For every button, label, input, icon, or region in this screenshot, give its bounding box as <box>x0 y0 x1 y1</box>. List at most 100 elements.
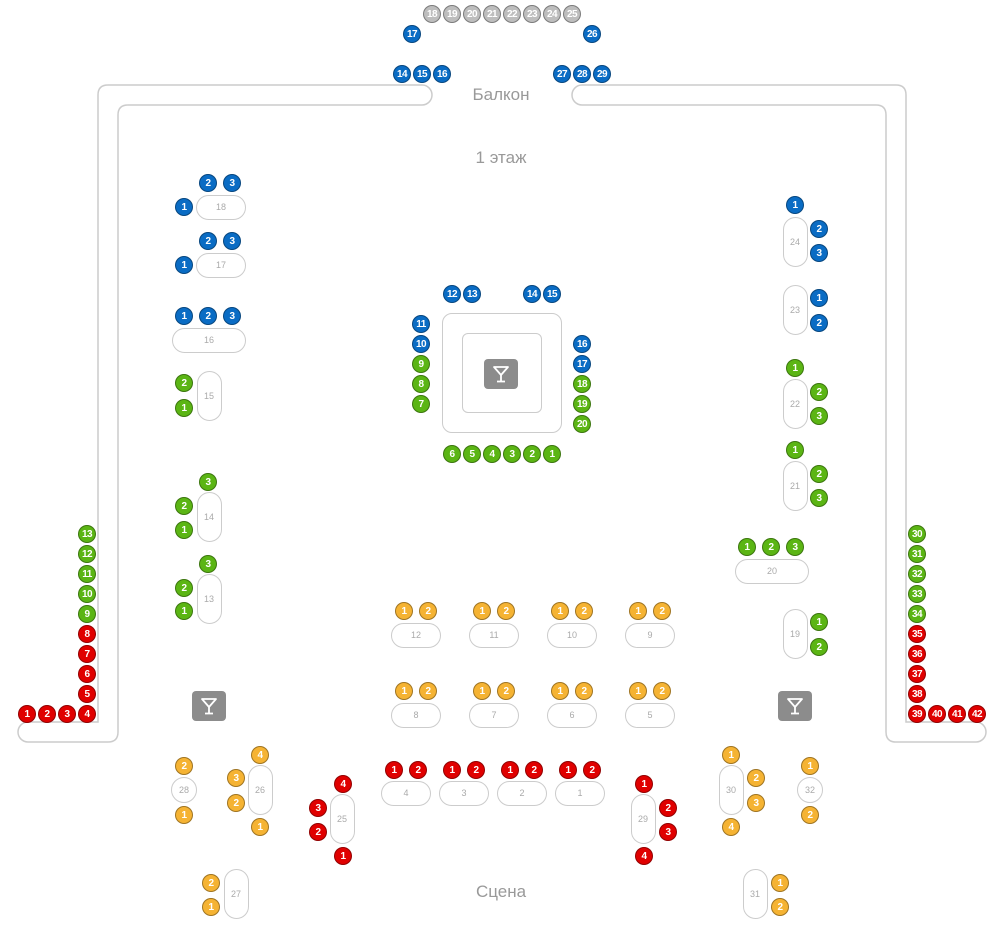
seat-balcony-27[interactable]: 27 <box>553 65 571 83</box>
seat-table-22-2[interactable]: 2 <box>810 383 828 401</box>
seat-bar-20[interactable]: 20 <box>573 415 591 433</box>
seat-table-29-1[interactable]: 1 <box>635 775 653 793</box>
seat-bar-10[interactable]: 10 <box>412 335 430 353</box>
seat-wall-left-5[interactable]: 5 <box>78 685 96 703</box>
seat-table-18-1[interactable]: 1 <box>175 198 193 216</box>
seat-table-30-4[interactable]: 4 <box>722 818 740 836</box>
seat-table-18-3[interactable]: 3 <box>223 174 241 192</box>
seat-table-4-1[interactable]: 1 <box>385 761 403 779</box>
seat-table-17-1[interactable]: 1 <box>175 256 193 274</box>
seat-table-26-3[interactable]: 3 <box>227 769 245 787</box>
seat-table-20-2[interactable]: 2 <box>762 538 780 556</box>
seat-table-25-4[interactable]: 4 <box>334 775 352 793</box>
seat-table-26-1[interactable]: 1 <box>251 818 269 836</box>
seat-table-23-2[interactable]: 2 <box>810 314 828 332</box>
seat-table-26-4[interactable]: 4 <box>251 746 269 764</box>
seat-table-6-2[interactable]: 2 <box>575 682 593 700</box>
seat-table-20-1[interactable]: 1 <box>738 538 756 556</box>
seat-table-21-1[interactable]: 1 <box>786 441 804 459</box>
seat-bar-16[interactable]: 16 <box>573 335 591 353</box>
seat-table-32-1[interactable]: 1 <box>801 757 819 775</box>
seat-table-7-2[interactable]: 2 <box>497 682 515 700</box>
seat-wall-right-32[interactable]: 32 <box>908 565 926 583</box>
seat-table-28-1[interactable]: 1 <box>175 806 193 824</box>
seat-wall-left-6[interactable]: 6 <box>78 665 96 683</box>
seat-wall-left-9[interactable]: 9 <box>78 605 96 623</box>
seat-table-12-2[interactable]: 2 <box>419 602 437 620</box>
seat-table-30-1[interactable]: 1 <box>722 746 740 764</box>
seat-wall-right-39[interactable]: 39 <box>908 705 926 723</box>
seat-wall-right-30[interactable]: 30 <box>908 525 926 543</box>
seat-bar-5[interactable]: 5 <box>463 445 481 463</box>
seat-bar-17[interactable]: 17 <box>573 355 591 373</box>
seat-table-25-3[interactable]: 3 <box>309 799 327 817</box>
seat-table-11-1[interactable]: 1 <box>473 602 491 620</box>
seat-wall-right-35[interactable]: 35 <box>908 625 926 643</box>
seat-table-19-1[interactable]: 1 <box>810 613 828 631</box>
seat-table-2-1[interactable]: 1 <box>501 761 519 779</box>
seat-bar-14[interactable]: 14 <box>523 285 541 303</box>
seat-table-21-2[interactable]: 2 <box>810 465 828 483</box>
seat-table-16-1[interactable]: 1 <box>175 307 193 325</box>
seat-table-14-1[interactable]: 1 <box>175 521 193 539</box>
seat-table-2-2[interactable]: 2 <box>525 761 543 779</box>
seat-wall-left-8[interactable]: 8 <box>78 625 96 643</box>
seat-table-17-2[interactable]: 2 <box>199 232 217 250</box>
seat-table-9-2[interactable]: 2 <box>653 602 671 620</box>
seat-table-30-2[interactable]: 2 <box>747 769 765 787</box>
seat-bar-9[interactable]: 9 <box>412 355 430 373</box>
seat-wall-right-40[interactable]: 40 <box>928 705 946 723</box>
seat-bar-6[interactable]: 6 <box>443 445 461 463</box>
seat-table-15-2[interactable]: 2 <box>175 374 193 392</box>
seat-table-19-2[interactable]: 2 <box>810 638 828 656</box>
seat-table-12-1[interactable]: 1 <box>395 602 413 620</box>
seat-balcony-15[interactable]: 15 <box>413 65 431 83</box>
seat-table-8-2[interactable]: 2 <box>419 682 437 700</box>
seat-table-21-3[interactable]: 3 <box>810 489 828 507</box>
seat-table-25-1[interactable]: 1 <box>334 847 352 865</box>
seat-wall-right-36[interactable]: 36 <box>908 645 926 663</box>
seat-table-31-2[interactable]: 2 <box>771 898 789 916</box>
seat-table-26-2[interactable]: 2 <box>227 794 245 812</box>
seat-table-25-2[interactable]: 2 <box>309 823 327 841</box>
seat-bar-19[interactable]: 19 <box>573 395 591 413</box>
seat-balcony-17[interactable]: 17 <box>403 25 421 43</box>
seat-table-14-2[interactable]: 2 <box>175 497 193 515</box>
seat-bar-13[interactable]: 13 <box>463 285 481 303</box>
seat-wall-left-13[interactable]: 13 <box>78 525 96 543</box>
seat-table-22-3[interactable]: 3 <box>810 407 828 425</box>
seat-bar-8[interactable]: 8 <box>412 375 430 393</box>
seat-wall-left-11[interactable]: 11 <box>78 565 96 583</box>
seat-table-27-1[interactable]: 1 <box>202 898 220 916</box>
seat-table-10-2[interactable]: 2 <box>575 602 593 620</box>
seat-table-7-1[interactable]: 1 <box>473 682 491 700</box>
seat-wall-left-2[interactable]: 2 <box>38 705 56 723</box>
seat-bar-4[interactable]: 4 <box>483 445 501 463</box>
seat-table-17-3[interactable]: 3 <box>223 232 241 250</box>
seat-table-29-2[interactable]: 2 <box>659 799 677 817</box>
seat-table-13-1[interactable]: 1 <box>175 602 193 620</box>
seat-table-24-2[interactable]: 2 <box>810 220 828 238</box>
seat-table-5-1[interactable]: 1 <box>629 682 647 700</box>
seat-table-8-1[interactable]: 1 <box>395 682 413 700</box>
seat-wall-left-7[interactable]: 7 <box>78 645 96 663</box>
seat-wall-right-31[interactable]: 31 <box>908 545 926 563</box>
seat-table-15-1[interactable]: 1 <box>175 399 193 417</box>
seat-table-4-2[interactable]: 2 <box>409 761 427 779</box>
seat-wall-right-41[interactable]: 41 <box>948 705 966 723</box>
seat-table-22-1[interactable]: 1 <box>786 359 804 377</box>
seat-bar-12[interactable]: 12 <box>443 285 461 303</box>
seat-bar-2[interactable]: 2 <box>523 445 541 463</box>
seat-bar-3[interactable]: 3 <box>503 445 521 463</box>
seat-table-32-2[interactable]: 2 <box>801 806 819 824</box>
seat-wall-right-38[interactable]: 38 <box>908 685 926 703</box>
seat-table-16-3[interactable]: 3 <box>223 307 241 325</box>
seat-balcony-26[interactable]: 26 <box>583 25 601 43</box>
seat-table-1-2[interactable]: 2 <box>583 761 601 779</box>
seat-table-29-3[interactable]: 3 <box>659 823 677 841</box>
seat-bar-11[interactable]: 11 <box>412 315 430 333</box>
seat-table-1-1[interactable]: 1 <box>559 761 577 779</box>
seat-table-3-2[interactable]: 2 <box>467 761 485 779</box>
seat-wall-left-4[interactable]: 4 <box>78 705 96 723</box>
seat-table-3-1[interactable]: 1 <box>443 761 461 779</box>
